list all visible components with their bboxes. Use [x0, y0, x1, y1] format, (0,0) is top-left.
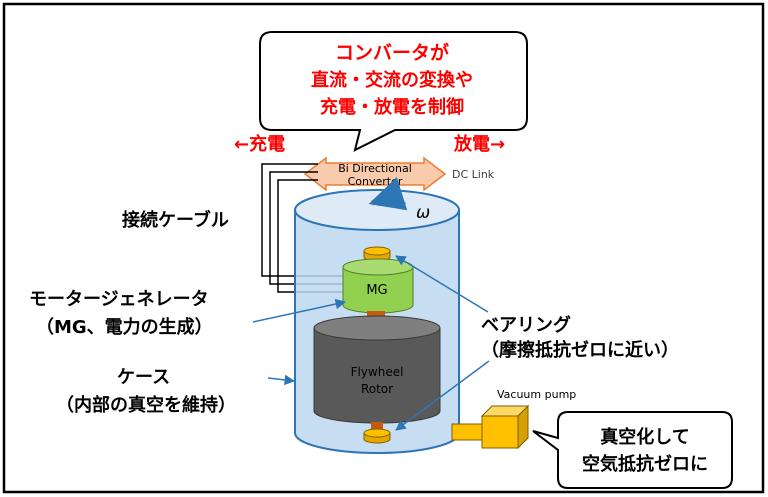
rotor-label-line1: Flywheel	[351, 365, 404, 379]
vacuum-pump-label: Vacuum pump	[497, 388, 576, 401]
case-top	[294, 189, 460, 231]
top-callout-bubble	[259, 31, 528, 152]
mg-box-label: MG	[366, 283, 387, 298]
bearing-desc-line2: （摩擦抵抗ゼロに近い）	[481, 339, 679, 361]
top-bearing	[363, 246, 391, 256]
mg-top	[342, 258, 414, 276]
converter-label-line1: Bi Directional	[338, 162, 412, 175]
vacuum-pump-pipe	[451, 423, 483, 441]
bottom-callout-line1: 真空化して	[600, 426, 689, 448]
bearing-desc-line1: ベアリング	[481, 314, 571, 336]
rotation-arrow	[368, 176, 408, 211]
bottom-callout-bubble	[532, 411, 733, 489]
bearing-pointer-bottom	[395, 360, 490, 431]
cable-label: 接続ケーブル	[122, 209, 229, 231]
bottom-callout-line2: 空気抵抗ゼロに	[582, 453, 708, 475]
top-callout-line2: 直流・交流の変換や	[311, 69, 473, 91]
mg-desc-line2: （MG、電力の生成）	[36, 316, 213, 338]
mg-pointer-line	[252, 298, 347, 323]
bottom-bearing	[363, 428, 391, 438]
case-desc-line2: （内部の真空を維持）	[56, 394, 236, 416]
vacuum-pump-body	[481, 415, 519, 449]
top-callout-line1: コンバータが	[335, 41, 449, 64]
omega-symbol: ω	[416, 203, 430, 223]
case-desc-line1: ケース	[117, 367, 170, 388]
charge-label: ←充電	[234, 133, 285, 155]
mg-desc-line1: モータージェネレータ	[29, 289, 209, 310]
converter-double-arrow	[303, 156, 447, 192]
converter-label-line2: Converter	[348, 175, 403, 188]
case-pointer-line	[267, 374, 296, 386]
bearing-pointer-top	[395, 255, 489, 313]
rotor-label-line2: Rotor	[361, 382, 393, 396]
discharge-label: 放電→	[453, 133, 505, 155]
dc-link-label: DC Link	[452, 168, 495, 181]
top-callout-line3: 充電・放電を制御	[320, 96, 464, 118]
rotor-top	[313, 315, 441, 341]
